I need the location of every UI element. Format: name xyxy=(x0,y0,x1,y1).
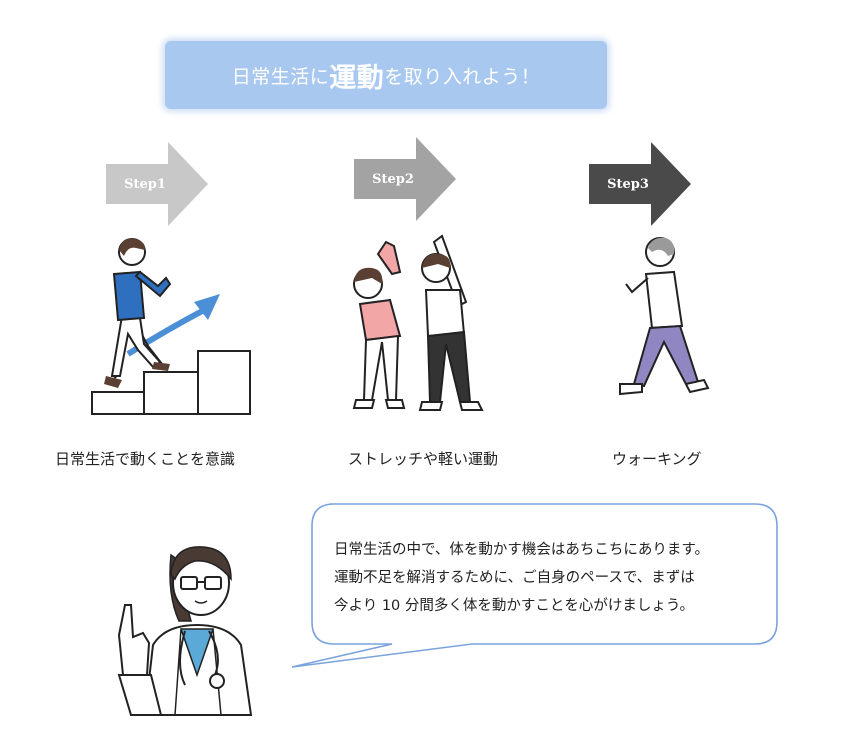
doctor-illustration xyxy=(105,525,285,724)
banner-suffix: を取り入れよう！ xyxy=(384,65,541,88)
walking-person-icon xyxy=(619,237,710,396)
stretching-people-illustration xyxy=(342,232,504,426)
banner-prefix: 日常生活に xyxy=(231,65,330,88)
step1-label: Step1 xyxy=(124,176,166,192)
stairs-climber-icon xyxy=(91,238,251,415)
step2-arrow-icon xyxy=(354,137,456,221)
step2-arrow: Step2 xyxy=(354,137,456,221)
stairs-climber-illustration xyxy=(88,234,253,422)
step2-caption: ストレッチや軽い運動 xyxy=(348,450,499,468)
speech-bubble-shape xyxy=(291,503,778,668)
walking-person-illustration xyxy=(612,234,712,413)
title-banner: 日常生活に運動を取り入れよう！ xyxy=(165,41,607,109)
step1-arrow-icon xyxy=(106,142,208,226)
advice-line: 今より 10 分間多く体を動かすことを心がけましょう。 xyxy=(334,598,695,614)
stretching-people-icon xyxy=(352,234,484,411)
step2-label: Step2 xyxy=(372,171,414,187)
advice-speech-bubble: 日常生活の中で、体を動かす機会はあちこちにあります。 運動不足を解消するために、… xyxy=(291,502,778,668)
banner-emphasis: 運動 xyxy=(329,62,385,94)
advice-text: 日常生活の中で、体を動かす機会はあちこちにあります。 運動不足を解消するために、… xyxy=(334,536,774,620)
step1-arrow: Step1 xyxy=(106,142,208,226)
step1-caption: 日常生活で動くことを意識 xyxy=(55,450,236,468)
advice-line: 日常生活の中で、体を動かす機会はあちこちにあります。 xyxy=(334,542,709,558)
step3-label: Step3 xyxy=(607,176,649,192)
step3-arrow-icon xyxy=(589,142,691,226)
advice-line: 運動不足を解消するために、ご自身のペースで、まずは xyxy=(334,570,695,586)
doctor-icon xyxy=(117,546,253,716)
step3-arrow: Step3 xyxy=(589,142,691,226)
step3-caption: ウォーキング xyxy=(612,450,702,468)
